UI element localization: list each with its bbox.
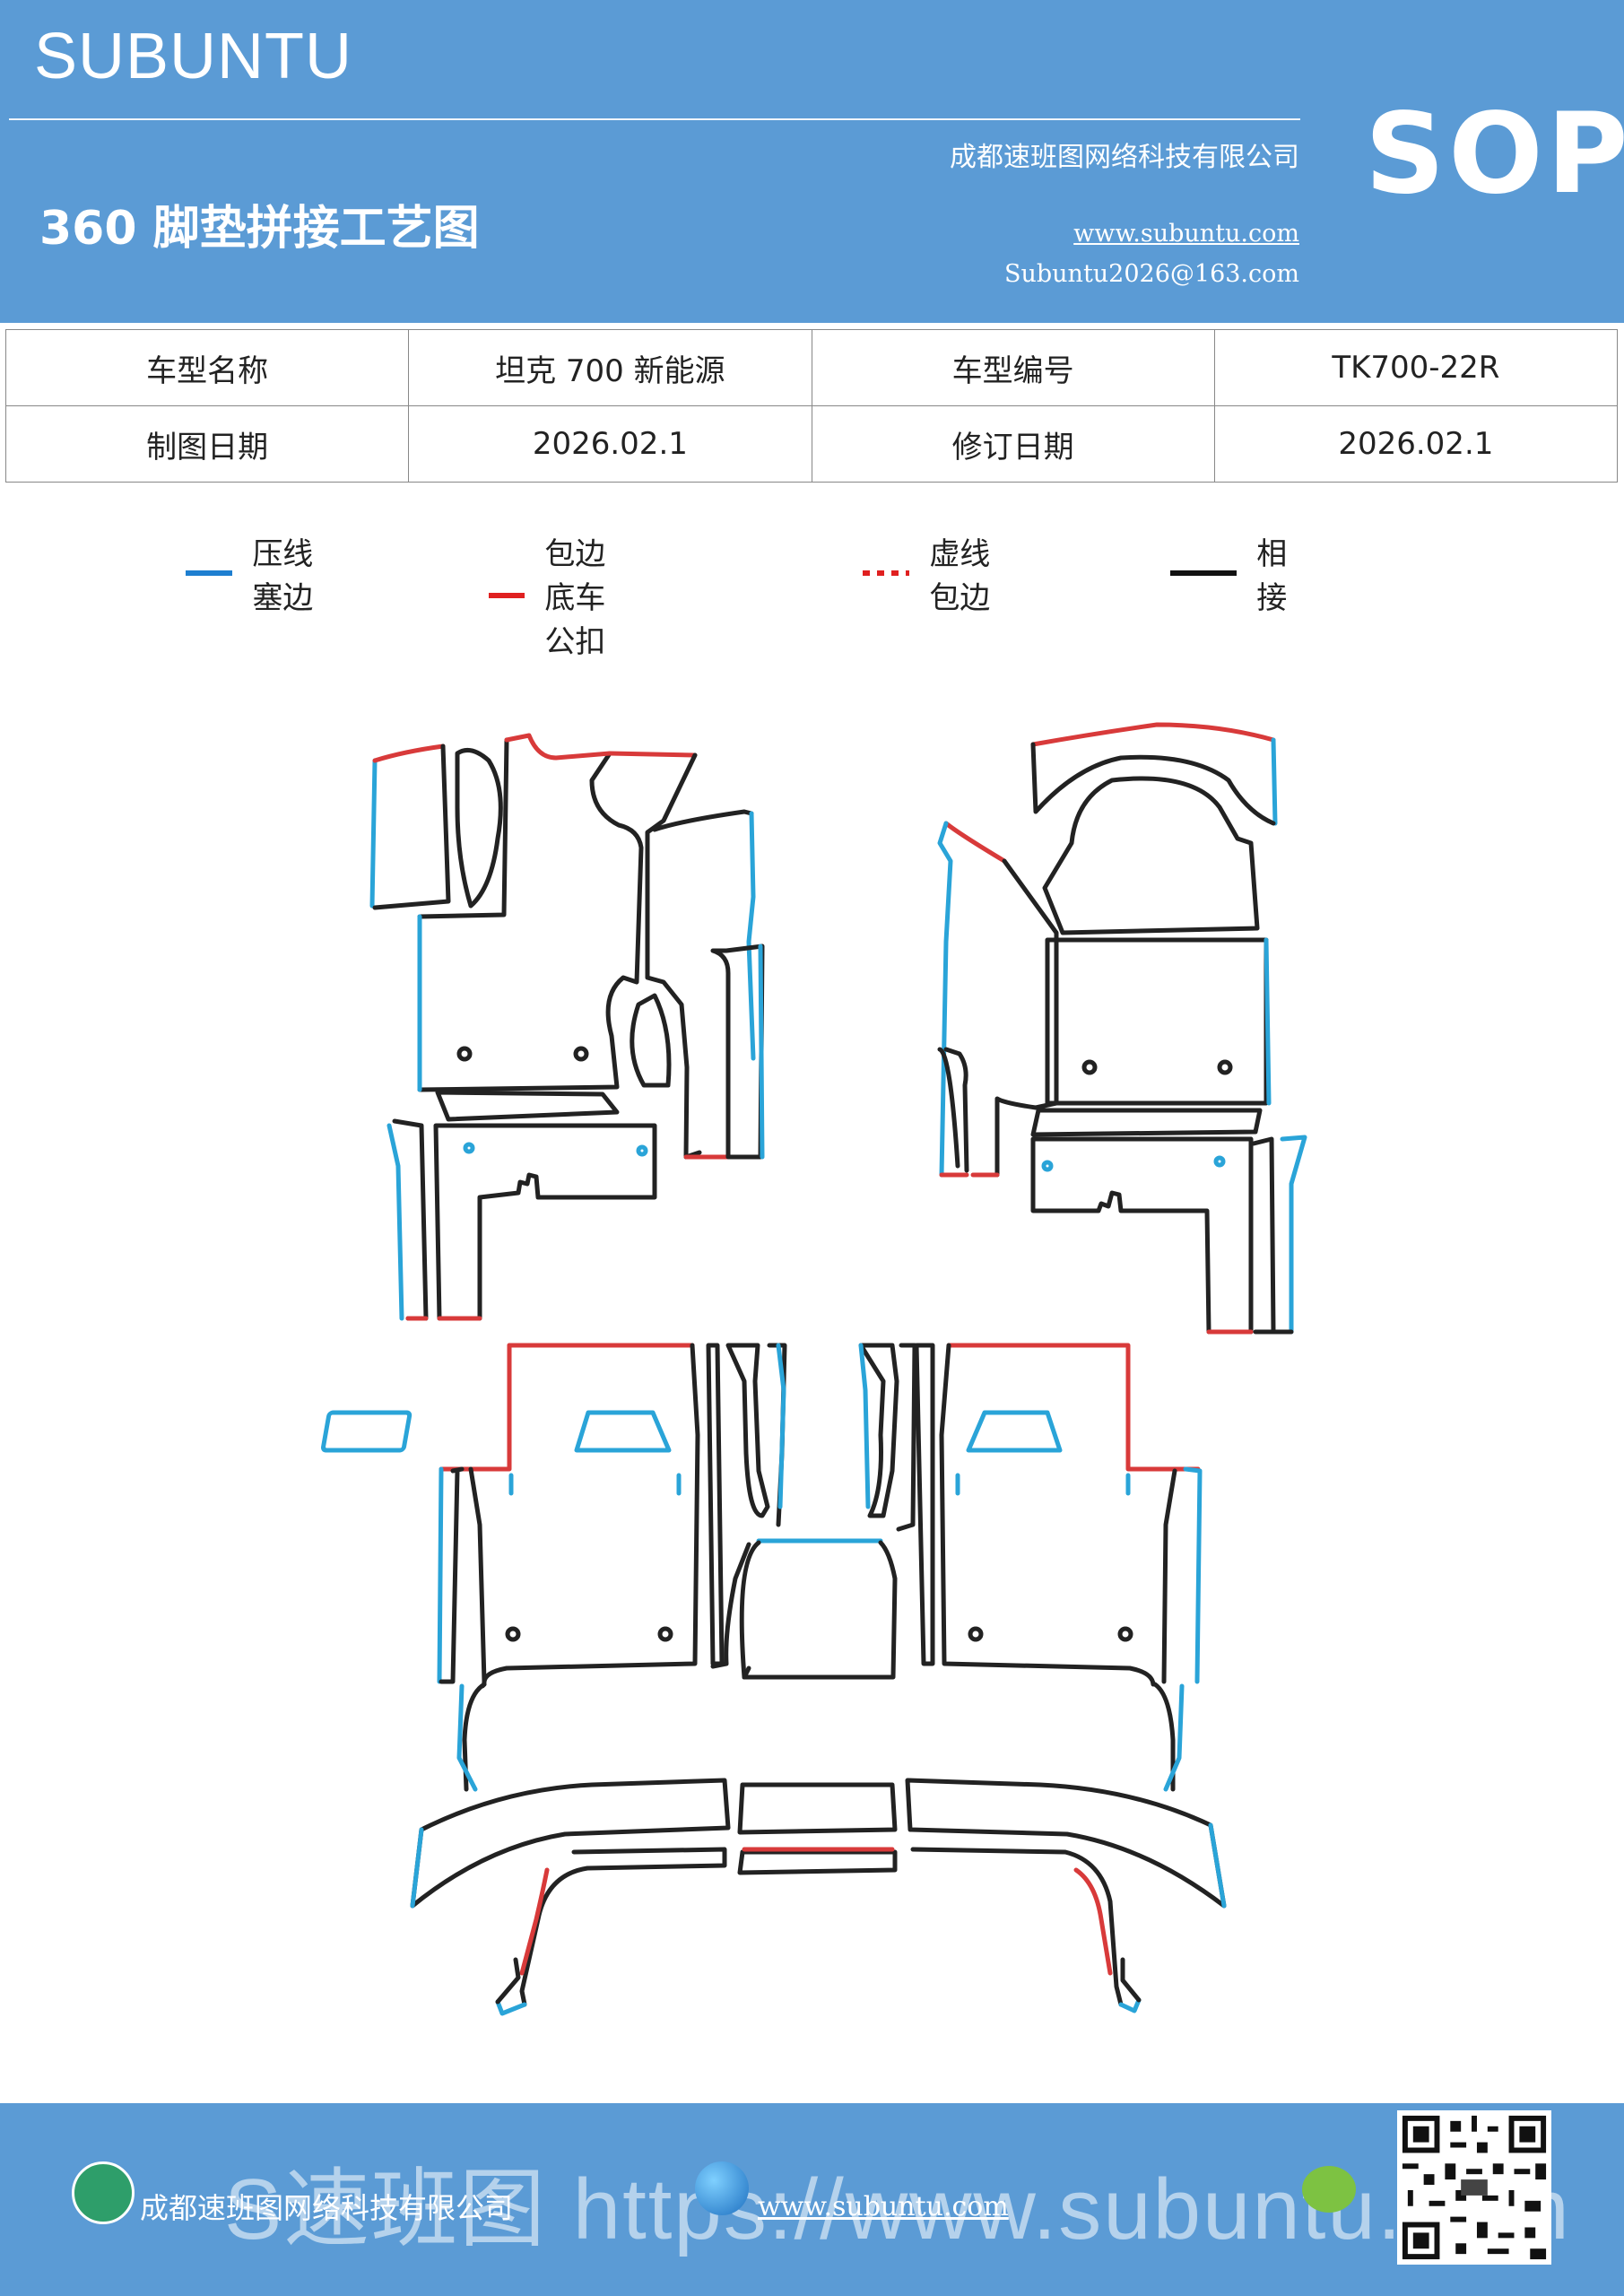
model-code-label: 车型编号	[811, 329, 1215, 406]
home-icon	[72, 2161, 135, 2224]
draw-date-label: 制图日期	[4, 405, 410, 483]
table-row: 车型名称 坦克 700 新能源 车型编号 TK700-22R	[4, 329, 1619, 406]
sop-badge: SOP	[1365, 90, 1624, 219]
document-title: 360 脚垫拼接工艺图	[39, 202, 480, 256]
globe-icon	[695, 2161, 749, 2215]
legend-item-dotted-binding: 虚线包边	[863, 529, 997, 617]
header-banner	[0, 0, 1624, 323]
table-row: 制图日期 2026.02.1 修订日期 2026.02.1	[4, 405, 1619, 483]
legend-label: 包边底车公扣	[544, 536, 606, 660]
footer-company-name: 成都速班图网络科技有限公司	[140, 2191, 514, 2225]
email-address: Subuntu2026@163.com	[1004, 260, 1299, 288]
legend-item-joint: 相接	[1170, 529, 1305, 617]
revise-date-label: 修订日期	[811, 405, 1215, 483]
company-name: 成都速班图网络科技有限公司	[950, 142, 1299, 173]
legend-item-press-line: 压线塞边	[186, 529, 320, 617]
legend-label: 虚线包边	[929, 536, 991, 616]
legend-swatch-blue	[186, 570, 233, 576]
header-divider	[9, 118, 1300, 120]
legend-label: 压线塞边	[252, 536, 314, 616]
draw-date-value: 2026.02.1	[408, 405, 812, 483]
qr-code[interactable]	[1397, 2110, 1551, 2265]
info-table: 车型名称 坦克 700 新能源 车型编号 TK700-22R 制图日期 2026…	[4, 329, 1619, 483]
website-link[interactable]: www.subuntu.com	[1073, 220, 1299, 248]
wechat-icon	[1302, 2166, 1356, 2213]
model-code-value: TK700-22R	[1213, 329, 1619, 406]
legend-swatch-red	[489, 592, 525, 598]
legend-item-binding: 包边底车公扣	[489, 529, 623, 661]
revise-date-value: 2026.02.1	[1213, 405, 1619, 483]
legend-label: 相接	[1256, 536, 1288, 616]
rear-mat-group	[320, 1343, 1227, 2016]
legend-swatch-black	[1170, 570, 1238, 576]
footer-banner	[0, 2103, 1624, 2296]
footer-website-link[interactable]: www.subuntu.com	[758, 2191, 1009, 2222]
front-right-mat-group	[937, 722, 1307, 1335]
brand-logo-text: SUBUNTU	[34, 21, 353, 92]
model-name-value: 坦克 700 新能源	[408, 329, 812, 406]
model-name-label: 车型名称	[4, 329, 410, 406]
legend-swatch-red-dotted	[863, 570, 910, 576]
front-left-mat-group	[369, 733, 765, 1321]
